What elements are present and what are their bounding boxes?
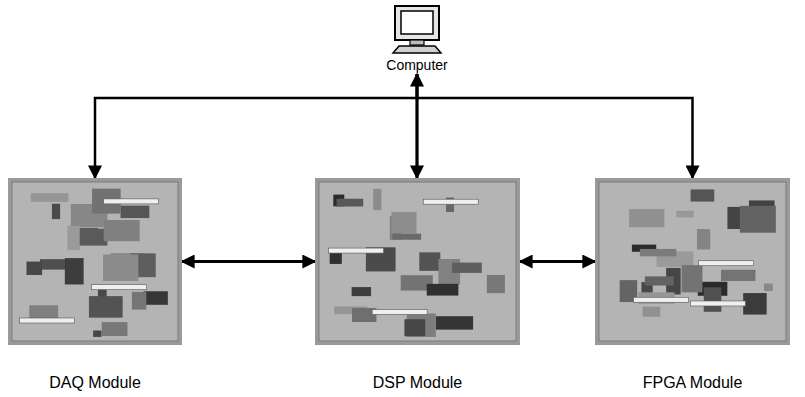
module-label: FPGA Module — [592, 373, 793, 392]
module-photo — [8, 178, 182, 345]
computer-icon — [379, 4, 455, 56]
connector-arrow — [95, 74, 417, 178]
module-node: DAQ Module — [5, 178, 185, 392]
computer-label: Computer — [376, 57, 458, 74]
module-label: DSP Module — [312, 373, 523, 392]
module-photo — [595, 178, 790, 345]
module-label: DAQ Module — [5, 373, 185, 392]
module-node: DSP Module — [312, 178, 523, 392]
connector-arrow — [182, 260, 315, 263]
module-node: FPGA Module — [592, 178, 793, 392]
computer-node: Computer — [376, 4, 458, 74]
connector-arrow — [520, 260, 595, 263]
connector-arrow — [417, 74, 693, 178]
module-photo — [315, 178, 520, 345]
